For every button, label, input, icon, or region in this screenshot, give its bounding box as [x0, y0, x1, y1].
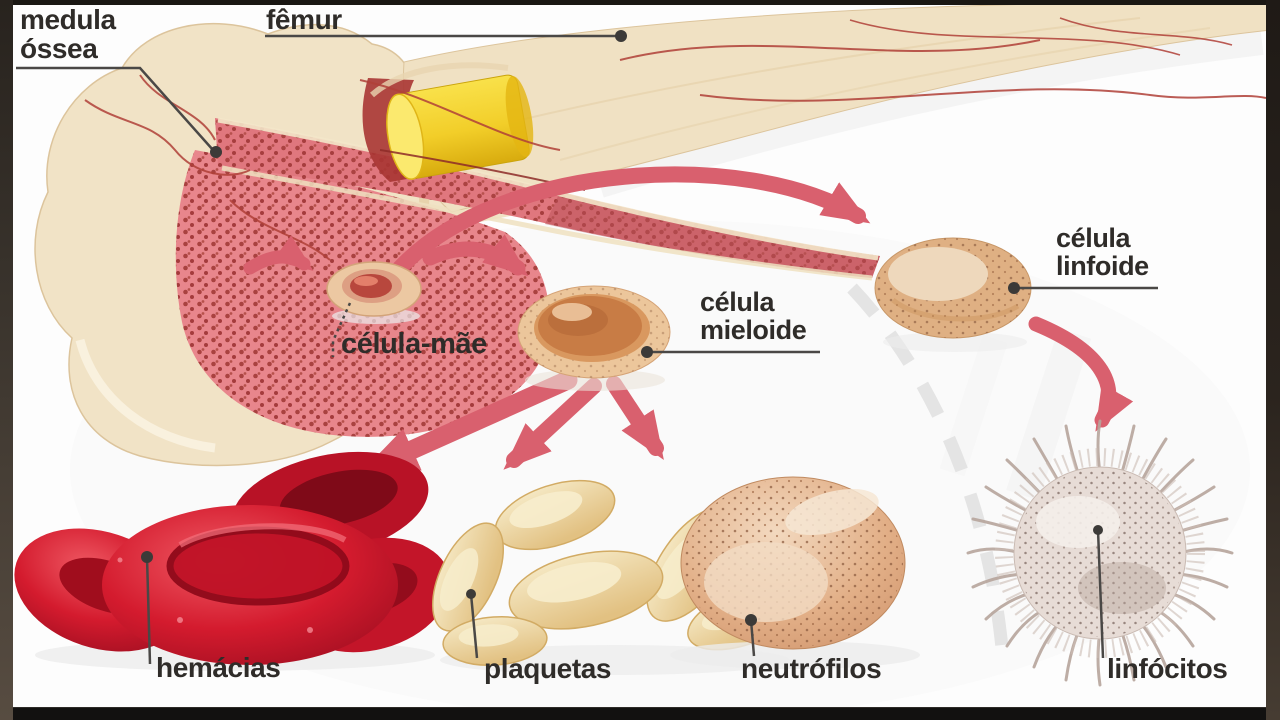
frame-bar-right	[1266, 0, 1280, 720]
frame-bar-top	[0, 0, 1280, 5]
frame-bar-bottom	[0, 707, 1280, 720]
background-wash	[596, 29, 1264, 198]
myeloid-cell	[517, 285, 671, 391]
label-celula-mieloide: célula mieloide	[700, 287, 807, 345]
label-medula-ossea-line1: medula	[20, 4, 116, 35]
label-plaquetas: plaquetas	[484, 653, 612, 684]
leader-plaquetas	[469, 593, 479, 659]
arrow-marrow-to-stem-cell	[243, 235, 314, 275]
arrow-myeloid-to-platelets	[503, 378, 602, 470]
label-medula-ossea-line2: óssea	[20, 32, 98, 64]
stem-cell	[326, 261, 422, 324]
label-celula-mae: célula-mãe	[341, 328, 487, 360]
leader-medula-ossea	[16, 66, 214, 151]
neutrophil	[670, 476, 920, 669]
label-medula-ossea: medula óssea	[20, 4, 116, 64]
flow-arrows	[243, 166, 1134, 476]
red-blood-cells	[14, 451, 451, 671]
arrow-stem-to-myeloid	[422, 234, 529, 277]
arrow-stem-to-lymphoid	[392, 166, 871, 276]
bone-shaft	[403, 0, 1272, 213]
label-linfocitos: linfócitos	[1107, 653, 1228, 684]
frame-bar-left	[0, 0, 13, 720]
lineage-dashed-divider	[847, 283, 1009, 649]
leader-dots	[141, 30, 1103, 626]
arrow-myeloid-to-rbc	[360, 370, 578, 476]
arrow-myeloid-to-neutrophil	[606, 376, 664, 461]
label-neutrofilos: neutrófilos	[741, 653, 882, 684]
leader-lines	[16, 34, 1158, 665]
leader-linfocitos	[1096, 529, 1105, 659]
arrow-lymphoid-to-lymphocyte	[1028, 316, 1134, 432]
leader-neutrofilos	[749, 619, 756, 657]
yellow-marrow-cylinder	[386, 74, 534, 180]
lymphoid-cell	[874, 237, 1032, 352]
label-hemacias: hemácias	[156, 652, 281, 683]
leader-hemacias	[145, 556, 152, 665]
label-celula-linfoide: célula linfoide	[1056, 223, 1149, 281]
blood-vessels	[84, 17, 1267, 261]
label-femur: fêmur	[266, 4, 342, 35]
